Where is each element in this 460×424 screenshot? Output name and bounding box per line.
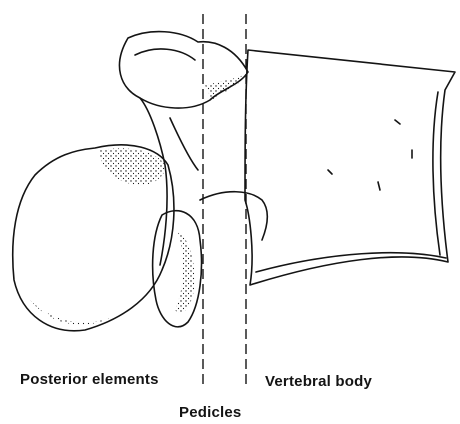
label-vertebral-body: Vertebral body: [265, 373, 372, 390]
superior-articular-process: [119, 32, 248, 108]
vertebral-body-detail-2: [328, 170, 332, 174]
vertebral-body-inner-edge: [433, 92, 440, 255]
vertebral-body-detail-3: [378, 182, 380, 190]
superior-articular-process-fill: [205, 74, 246, 100]
vertebral-body-outline: [245, 50, 455, 285]
pedicle-notch: [200, 192, 267, 240]
superior-articular-process-edge: [135, 49, 195, 60]
vertebral-body-lower-rim: [256, 253, 446, 272]
vertebral-body-detail-1: [395, 120, 400, 124]
label-pedicles: Pedicles: [179, 404, 241, 421]
lamina-inner: [170, 118, 198, 170]
label-posterior-elements: Posterior elements: [20, 371, 159, 388]
inferior-articular-process-fill: [175, 232, 194, 313]
